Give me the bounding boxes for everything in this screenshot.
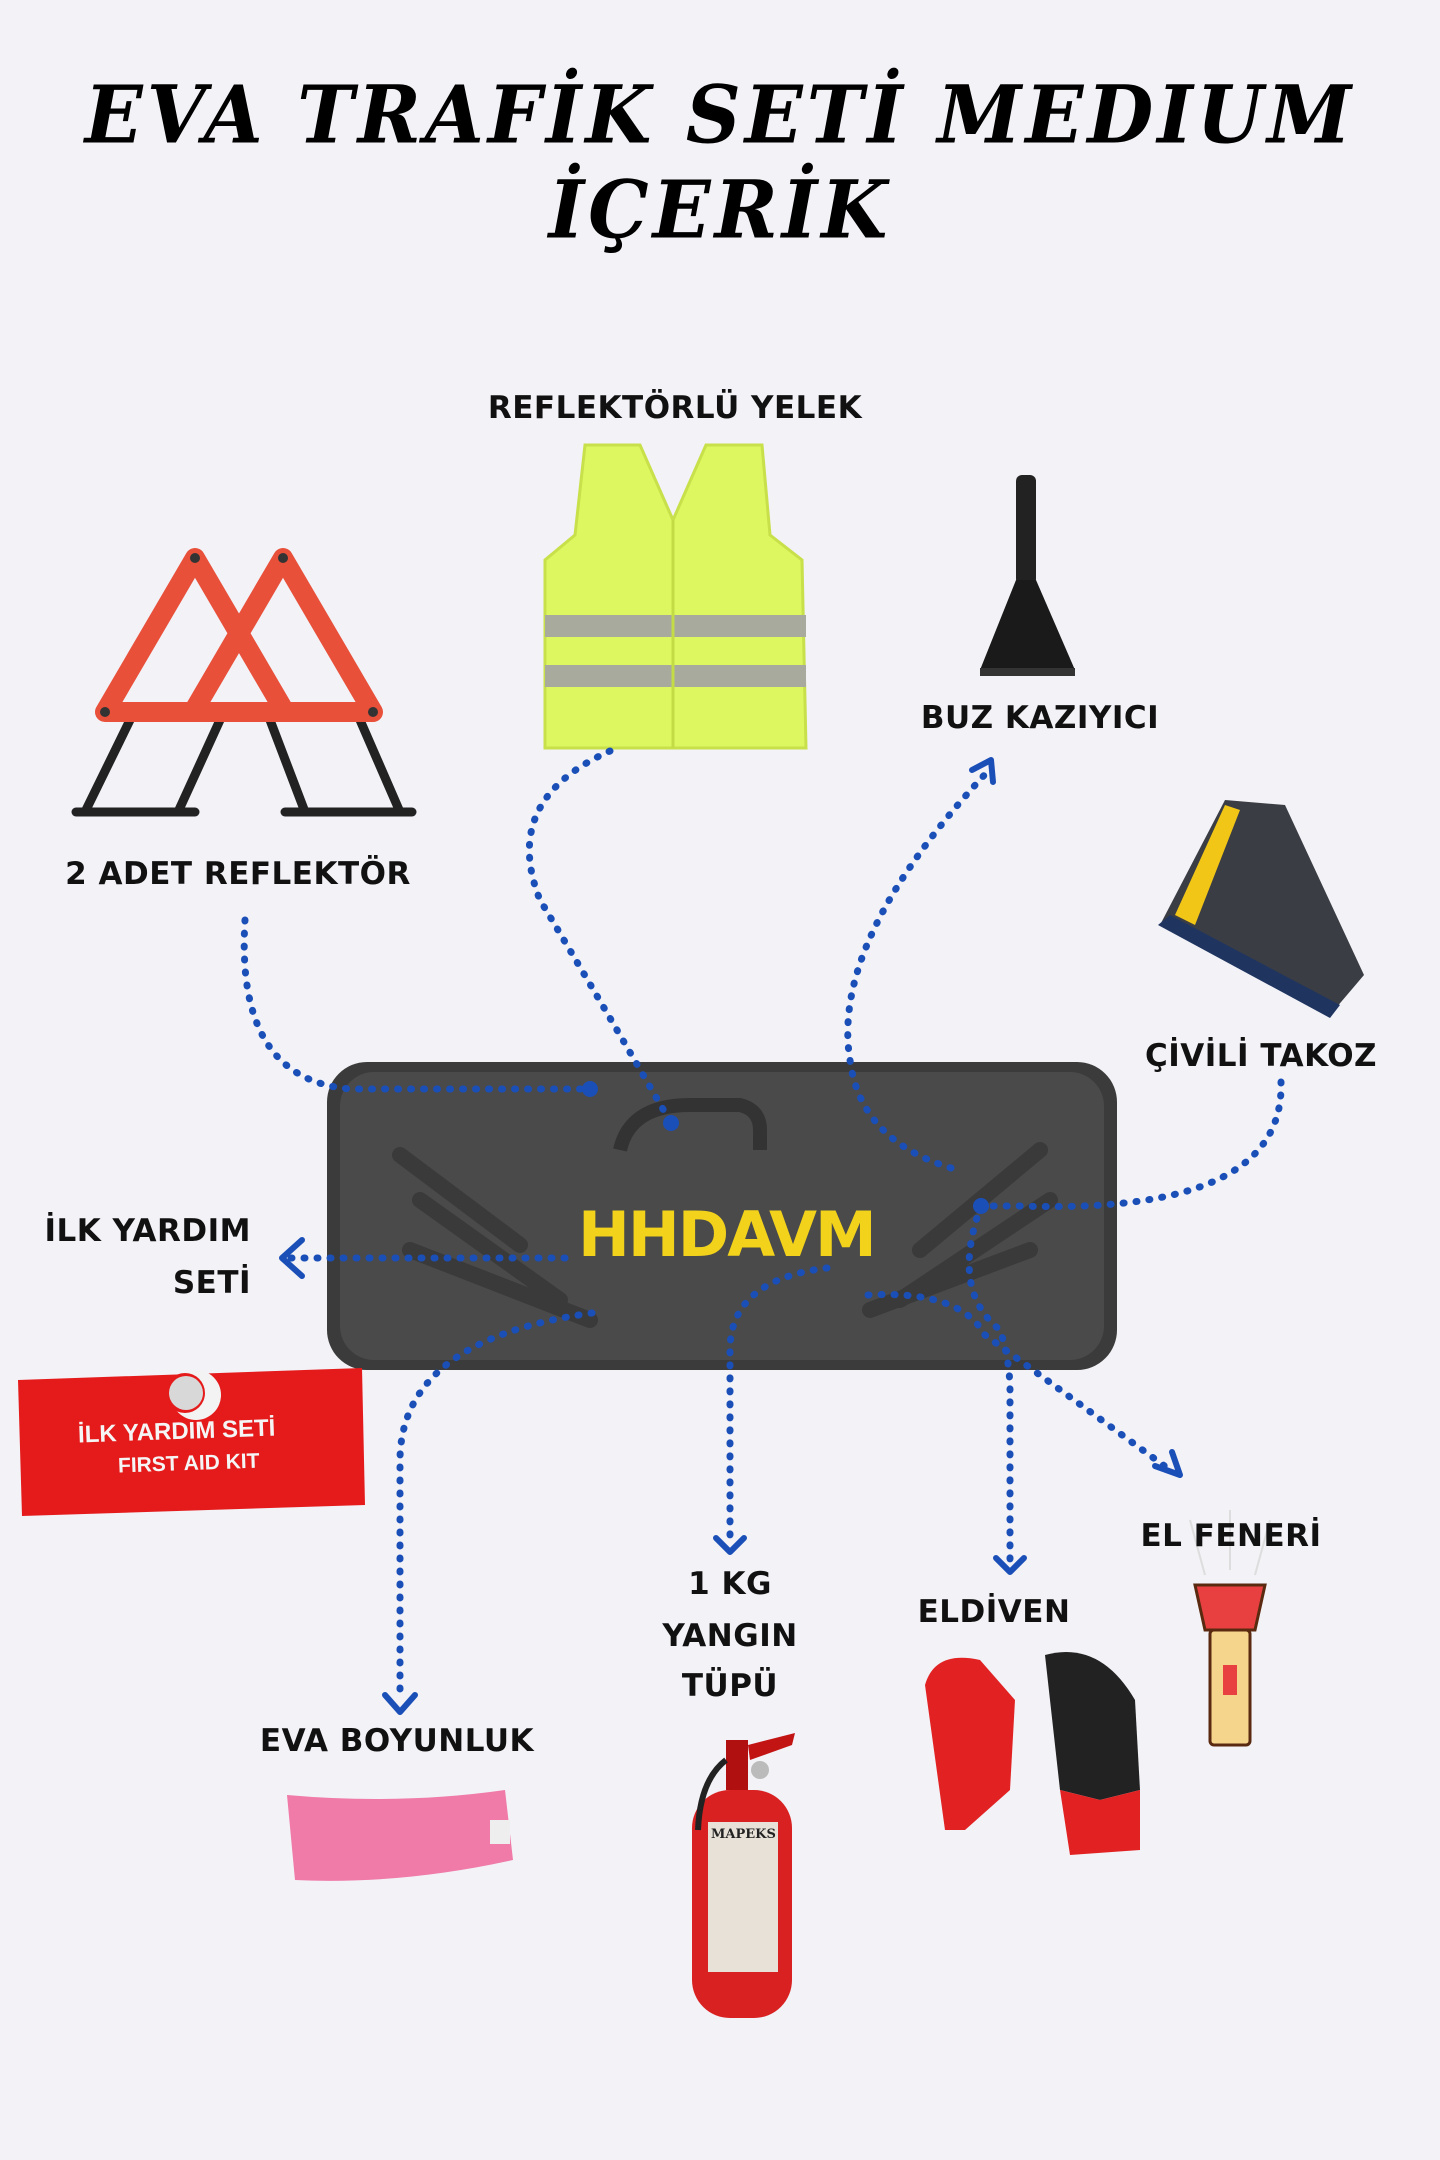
- label-neck-brace: EVA BOYUNLUK: [259, 1723, 535, 1759]
- connector-lines: [240, 747, 1285, 1704]
- label-first-aid-line1: İLK YARDIM: [44, 1213, 251, 1249]
- extinguisher-brand: MAPEKS: [711, 1827, 776, 1842]
- wheel-chock-image: [1158, 800, 1364, 1018]
- eva-case-image: [327, 1062, 1117, 1370]
- first-aid-kit-image: [18, 1368, 365, 1516]
- label-reflective-vest: REFLEKTÖRLÜ YELEK: [487, 390, 863, 426]
- case-logo: HHDAVM: [578, 1198, 877, 1271]
- fire-extinguisher-image: [692, 1733, 795, 2018]
- label-extinguisher-line1: 1 KG: [688, 1566, 772, 1602]
- label-flashlight: EL FENERİ: [1140, 1518, 1322, 1554]
- label-extinguisher-line3: TÜPÜ: [681, 1668, 779, 1704]
- label-extinguisher-line2: YANGIN: [662, 1618, 798, 1654]
- reflective-vest-image: [543, 443, 808, 750]
- page-title-line1: EVA TRAFİK SETİ MEDIUM: [84, 67, 1356, 162]
- flashlight-image: [1189, 1510, 1271, 1747]
- label-first-aid-line2: SETİ: [172, 1265, 251, 1301]
- arrow-heads: [279, 757, 1183, 1715]
- page-title-line2: İÇERİK: [548, 162, 892, 257]
- label-ice-scraper: BUZ KAZIYICI: [920, 700, 1160, 736]
- gloves-image: [925, 1652, 1140, 1855]
- neck-brace-image: [287, 1790, 513, 1881]
- first-aid-kit-text-en: FIRST AID KIT: [117, 1449, 260, 1478]
- connector-endpoints: [582, 1081, 989, 1214]
- label-warning-triangles: 2 ADET REFLEKTÖR: [65, 856, 411, 892]
- label-wheel-chock: ÇİVİLİ TAKOZ: [1144, 1038, 1378, 1074]
- ice-scraper-image: [980, 475, 1075, 676]
- warning-triangles-image: [71, 548, 417, 817]
- label-gloves: ELDİVEN: [917, 1594, 1071, 1630]
